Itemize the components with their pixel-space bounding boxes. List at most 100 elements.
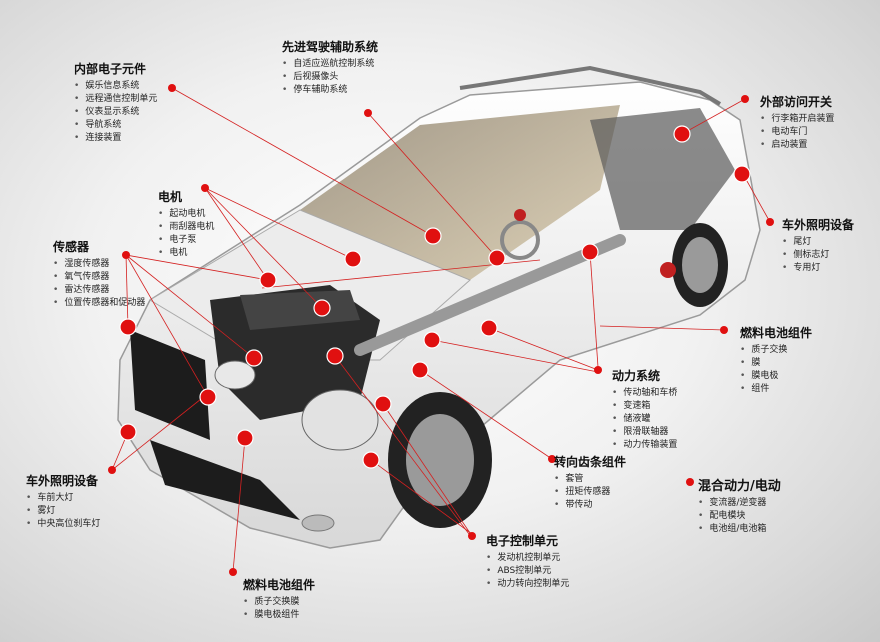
callout-item: 雾灯: [26, 505, 100, 518]
callout-dot-adas: [364, 109, 372, 117]
callout-item: 膜电极: [740, 370, 812, 383]
callout-external-access: 外部访问开关 行李箱开启装置 电动车门 启动装置: [760, 93, 834, 152]
callout-ecu: 电子控制单元 发动机控制单元 ABS控制单元 动力转向控制单元: [486, 532, 569, 591]
callout-dot-powertrain: [594, 366, 602, 374]
hotspot-front-left[interactable]: [119, 318, 137, 336]
callout-item: 位置传感器和促动器: [53, 297, 145, 310]
callout-dot-fuel-bottom: [229, 568, 237, 576]
callout-item: 车前大灯: [26, 492, 100, 505]
callout-exterior-lighting-front: 车外照明设备 车前大灯 雾灯 中央高位刹车灯: [26, 472, 100, 531]
callout-item: 连接装置: [74, 132, 157, 145]
car-body: [117, 65, 761, 549]
callout-item: 氧气传感器: [53, 271, 145, 284]
callout-item: 远程通信控制单元: [74, 93, 157, 106]
hotspot-sensor-1[interactable]: [259, 271, 277, 289]
callout-fuel-cell-right: 燃料电池组件 质子交换 膜 膜电极 组件: [740, 324, 812, 396]
callout-title: 车外照明设备: [782, 218, 855, 232]
hotspot-fuel-cell-front[interactable]: [236, 429, 254, 447]
callout-dot-steering: [548, 455, 556, 463]
callout-item: 限滑联轴器: [612, 426, 677, 439]
hotspot-engine-2[interactable]: [245, 349, 263, 367]
callout-fuel-cell-bottom: 燃料电池组件 质子交换膜 膜电极组件: [243, 576, 315, 622]
callout-adas: 先进驾驶辅助系统 自适应巡航控制系统 后视摄像头 停车辅助系统: [282, 38, 378, 97]
callout-item: 发动机控制单元: [486, 552, 569, 565]
callout-item: 储液罐: [612, 413, 677, 426]
callout-item: 质子交换: [740, 344, 812, 357]
callout-title: 燃料电池组件: [243, 578, 316, 592]
callout-title: 燃料电池组件: [740, 326, 813, 340]
callout-title: 传感器: [53, 240, 90, 254]
callout-item: 停车辅助系统: [282, 84, 378, 97]
callout-item: 变流器/逆变器: [698, 497, 781, 510]
callout-title: 外部访问开关: [760, 95, 833, 109]
callout-item: 动力转向控制单元: [486, 578, 569, 591]
callout-item: 电机: [158, 247, 214, 260]
callout-item: 扭矩传感器: [554, 486, 626, 499]
callout-item: 雷达传感器: [53, 284, 145, 297]
hotspot-interior[interactable]: [424, 227, 442, 245]
callout-motors: 电机 起动电机 雨刮器电机 电子泵 电机: [158, 188, 214, 260]
callout-item: 电动车门: [760, 126, 834, 139]
callout-item: 动力传输装置: [612, 439, 677, 452]
callout-title: 电子控制单元: [486, 534, 559, 548]
callout-item: 专用灯: [782, 262, 854, 275]
hotspot-external-access[interactable]: [673, 125, 691, 143]
callout-item: 电池组/电池箱: [698, 523, 781, 536]
callout-item: 导航系统: [74, 119, 157, 132]
callout-title: 转向齿条组件: [554, 455, 627, 469]
callout-item: ABS控制单元: [486, 565, 569, 578]
callout-item: 膜: [740, 357, 812, 370]
callout-item: 膜电极组件: [243, 609, 315, 622]
callout-exterior-lighting-rear: 车外照明设备 尾灯 侧标志灯 专用灯: [782, 216, 854, 275]
callout-title: 电机: [158, 190, 183, 204]
callout-dot-fuel-right: [720, 326, 728, 334]
callout-item: 后视摄像头: [282, 71, 378, 84]
callout-dot-rear-light: [766, 218, 774, 226]
callout-item: 套管: [554, 473, 626, 486]
callout-dot-sensors: [122, 251, 130, 259]
hotspot-ecu-2[interactable]: [374, 395, 392, 413]
hotspot-motor[interactable]: [313, 299, 331, 317]
callout-item: 自适应巡航控制系统: [282, 58, 378, 71]
callout-title: 内部电子元件: [74, 62, 147, 76]
callout-item: 仪表显示系统: [74, 106, 157, 119]
callout-item: 尾灯: [782, 236, 854, 249]
callout-interior-electronics: 内部电子元件 娱乐信息系统 远程通信控制单元 仪表显示系统 导航系统 连接装置: [74, 60, 157, 145]
callout-title: 动力系统: [612, 369, 661, 383]
callout-item: 启动装置: [760, 139, 834, 152]
hotspot-steering[interactable]: [423, 331, 441, 349]
callout-item: 组件: [740, 383, 812, 396]
hotspots[interactable]: [108, 84, 774, 576]
hotspot-ecu-1[interactable]: [411, 361, 429, 379]
hotspot-headlight[interactable]: [199, 388, 217, 406]
callout-dot-motors: [201, 184, 209, 192]
callout-item: 侧标志灯: [782, 249, 854, 262]
callout-dot-interior: [168, 84, 176, 92]
hotspot-fog[interactable]: [119, 423, 137, 441]
callout-title: 混合动力/电动: [698, 479, 781, 494]
hotspot-engine-1[interactable]: [326, 347, 344, 365]
hotspot-ecu-3[interactable]: [362, 451, 380, 469]
hotspot-adas[interactable]: [488, 249, 506, 267]
callout-dot-external: [741, 95, 749, 103]
callout-item: 变速箱: [612, 400, 677, 413]
callout-item: 传动轴和车桥: [612, 387, 677, 400]
hotspot-rear-light[interactable]: [733, 165, 751, 183]
callout-title: 先进驾驶辅助系统: [282, 40, 379, 54]
callout-item: 起动电机: [158, 208, 214, 221]
callout-item: 质子交换膜: [243, 596, 315, 609]
callout-item: 行李箱开启装置: [760, 113, 834, 126]
callout-hybrid: 混合动力/电动 变流器/逆变器 配电模块 电池组/电池箱: [698, 475, 781, 536]
callout-title: 车外照明设备: [26, 474, 99, 488]
callout-item: 配电模块: [698, 510, 781, 523]
callout-dot-light-front: [108, 466, 116, 474]
hotspot-fuel-cell[interactable]: [480, 319, 498, 337]
callout-sensors: 传感器 湿度传感器 氧气传感器 雷达传感器 位置传感器和促动器: [53, 238, 145, 310]
callout-item: 湿度传感器: [53, 258, 145, 271]
callout-item: 雨刮器电机: [158, 221, 214, 234]
callout-powertrain: 动力系统 传动轴和车桥 变速箱 储液罐 限滑联轴器 动力传输装置: [612, 367, 677, 452]
callout-dot-hybrid: [686, 478, 694, 486]
hotspot-wiper-motor[interactable]: [344, 250, 362, 268]
hotspot-powertrain[interactable]: [581, 243, 599, 261]
